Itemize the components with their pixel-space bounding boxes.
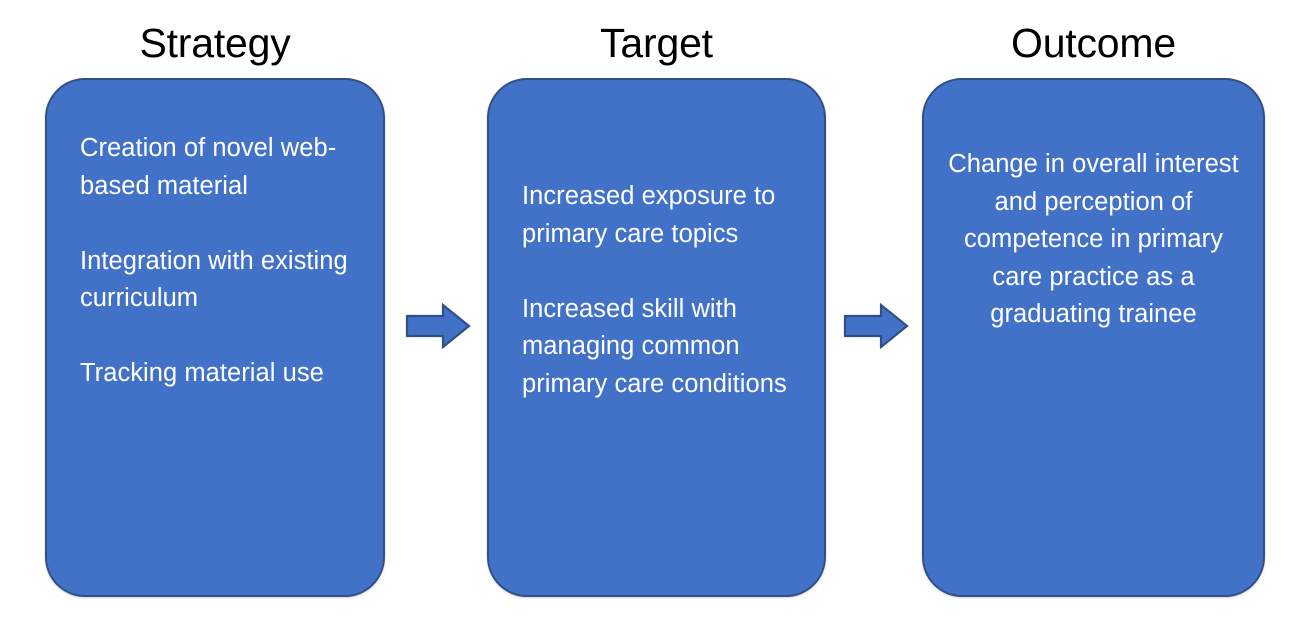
right-arrow-icon-svg (405, 302, 471, 350)
stage-title-target: Target (600, 20, 713, 66)
right-arrow-icon (843, 302, 909, 350)
right-arrow-icon-svg (843, 302, 909, 350)
list-item: Integration with existing curriculum (80, 246, 348, 313)
list-item: Tracking material use (80, 359, 324, 387)
list-item: Change in overall interest and perceptio… (948, 150, 1239, 328)
right-arrow-icon (405, 302, 471, 350)
process-box-strategy-content: Creation of novel web-based material Int… (80, 130, 369, 393)
stage-title-outcome: Outcome (1011, 20, 1176, 66)
list-item: Increased skill with managing common pri… (522, 294, 787, 398)
list-item: Creation of novel web-based material (80, 134, 337, 200)
process-box-target[interactable]: Increased exposure to primary care topic… (487, 78, 826, 597)
list-item: Increased exposure to primary care topic… (522, 182, 776, 248)
stage-title-strategy: Strategy (139, 20, 291, 66)
process-box-outcome[interactable]: Change in overall interest and perceptio… (922, 78, 1265, 597)
process-box-outcome-content: Change in overall interest and perceptio… (944, 146, 1243, 334)
process-box-target-content: Increased exposure to primary care topic… (522, 178, 814, 403)
process-box-strategy[interactable]: Creation of novel web-based material Int… (45, 78, 385, 597)
